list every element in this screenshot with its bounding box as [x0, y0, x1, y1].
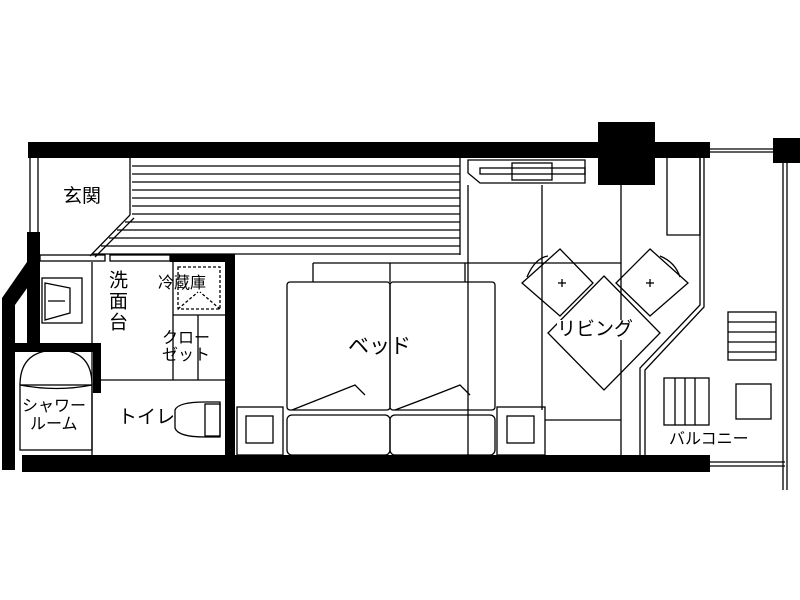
toilet — [174, 401, 221, 438]
room-label-closet-line2: ゼット — [162, 345, 211, 364]
living-furniture — [521, 248, 689, 391]
balcony-furniture — [663, 311, 777, 426]
room-label-shower-line1: シャワー — [22, 396, 87, 415]
room-label-shower-line2: ルーム — [30, 414, 78, 433]
room-label-toilet: トイレ — [118, 406, 176, 428]
air-conditioner — [467, 159, 586, 184]
room-label-closet-line1: クロー — [162, 328, 211, 347]
room-label-entrance: 玄関 — [63, 185, 102, 207]
corridor-hatching — [93, 165, 460, 255]
room-label-living: リビング — [557, 318, 634, 340]
room-label-balcony: バルコニー — [669, 429, 749, 448]
walls — [2, 122, 800, 472]
room-label-bed: ベッド — [348, 334, 411, 358]
room-label-washbasin: 洗面台 — [105, 270, 128, 333]
washbasin — [41, 277, 83, 324]
beds — [236, 262, 546, 456]
thin-walls — [29, 148, 788, 490]
room-label-fridge: 冷蔵庫 — [158, 273, 207, 292]
shower — [19, 349, 93, 451]
